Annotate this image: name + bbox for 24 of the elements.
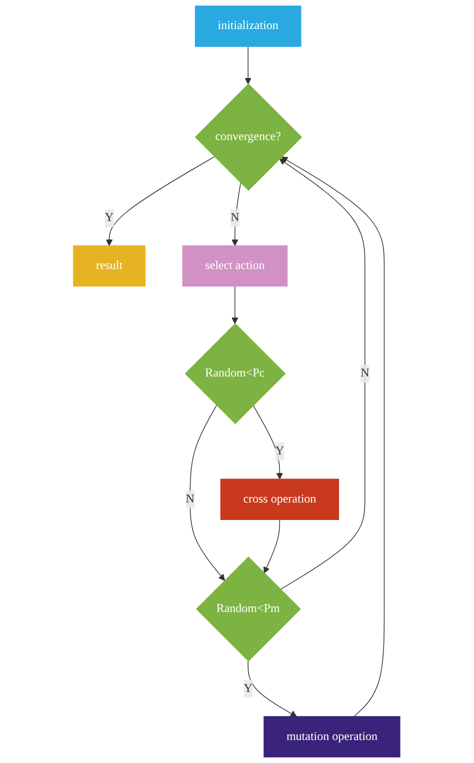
node-diamond: Random<Pc [185, 323, 286, 424]
edge-label: N [360, 366, 370, 380]
arrow [279, 158, 366, 590]
edge-label: Y [105, 211, 114, 224]
arrow [245, 46, 252, 84]
node-box: initialization [195, 6, 302, 47]
node-diamond: Random<Pm [196, 556, 302, 662]
node-box: mutation operation [264, 716, 401, 758]
arrow [248, 660, 298, 717]
edge-label: Y [276, 444, 284, 458]
node-diamond: convergence? [195, 83, 302, 191]
node-box: cross operation [220, 478, 340, 520]
edge-label: Y [244, 682, 253, 695]
edge-label: N [230, 211, 240, 224]
node-box: select action [182, 245, 288, 287]
node-box: result [73, 245, 146, 287]
arrow [232, 286, 238, 324]
arrow [232, 182, 242, 246]
arrow [281, 156, 385, 717]
edge-label: N [186, 492, 195, 506]
arrow [106, 156, 216, 246]
arrow [253, 404, 284, 480]
arrow [264, 519, 280, 574]
arrow [190, 404, 226, 581]
